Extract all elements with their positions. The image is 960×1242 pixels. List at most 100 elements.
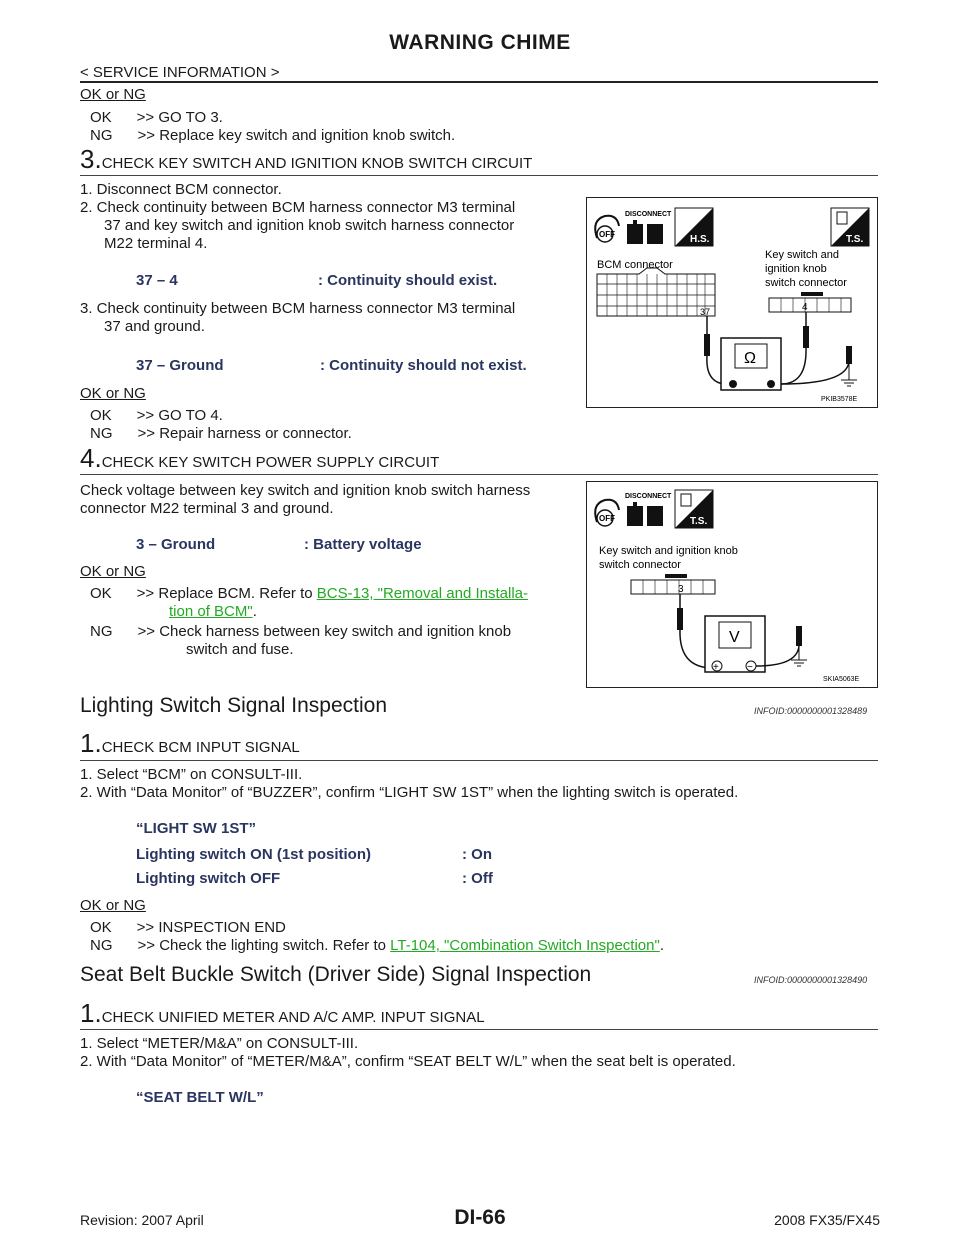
instruction: M22 terminal 4. — [104, 235, 208, 252]
lt-104-link[interactable]: LT-104, "Combination Switch Inspection" — [390, 937, 660, 954]
ok-ng-label: OK or NG — [80, 563, 146, 580]
ng-text: NG >> Check the lighting switch. Refer t… — [90, 937, 391, 954]
instruction: 2. With “Data Monitor” of “METER/M&A”, c… — [80, 1053, 736, 1070]
spec-value: : Off — [462, 870, 493, 887]
spec-key: Lighting switch ON (1st position) — [136, 846, 371, 863]
svg-text:4: 4 — [802, 302, 808, 313]
instruction: 37 and ground. — [104, 318, 205, 335]
instruction: Check voltage between key switch and ign… — [80, 482, 531, 499]
step-title: CHECK KEY SWITCH POWER SUPPLY CIRCUIT — [101, 454, 440, 471]
period: . — [252, 603, 257, 620]
section-subtitle: < SERVICE INFORMATION > — [80, 64, 280, 81]
ng-result: NG >> Repair harness or connector. — [90, 425, 352, 442]
step-divider — [80, 1029, 878, 1030]
instruction: 2. With “Data Monitor” of “BUZZER”, conf… — [80, 784, 739, 801]
spec-title: “SEAT BELT W/L” — [136, 1089, 264, 1106]
voltage-diagram: OFF DISCONNECT T.S. Key switch and ignit… — [586, 481, 878, 688]
instruction: 3. Check continuity between BCM harness … — [80, 300, 516, 317]
svg-text:PKIB3578E: PKIB3578E — [821, 396, 858, 403]
spec-value: : Continuity should not exist. — [320, 357, 527, 374]
step-title: CHECK KEY SWITCH AND IGNITION KNOB SWITC… — [101, 155, 533, 172]
svg-text:SKIA5063E: SKIA5063E — [823, 676, 860, 683]
svg-text:DISCONNECT: DISCONNECT — [625, 493, 672, 500]
ok-ng-label: OK or NG — [80, 385, 146, 402]
ok-result: OK >> INSPECTION END — [90, 919, 286, 936]
svg-text:−: − — [747, 662, 753, 673]
instruction: 2. Check continuity between BCM harness … — [80, 199, 516, 216]
step-title: CHECK BCM INPUT SIGNAL — [101, 739, 300, 756]
page-title: WARNING CHIME — [389, 31, 571, 54]
ok-result: OK >> Replace BCM. Refer to BCS-13, "Rem… — [90, 585, 528, 602]
svg-text:T.S.: T.S. — [690, 516, 707, 527]
header-divider — [80, 81, 878, 83]
spec-key: 37 – 4 — [136, 272, 178, 289]
key-switch-connector: 4 — [768, 292, 852, 313]
ignition-off-icon: OFF — [594, 498, 620, 527]
page-number: DI-66 — [454, 1206, 506, 1229]
instruction: connector M22 terminal 3 and ground. — [80, 500, 334, 517]
step-number: 4. — [80, 443, 102, 473]
bcs-13-link[interactable]: BCS-13, "Removal and Installa- — [316, 585, 529, 602]
step-number: 3. — [80, 144, 102, 174]
svg-text:OFF: OFF — [599, 514, 615, 523]
step-number: 1. — [80, 998, 102, 1028]
ng-result: NG >> Check the lighting switch. Refer t… — [90, 937, 664, 954]
instruction: 37 and key switch and ignition knob swit… — [104, 217, 515, 234]
step-divider — [80, 760, 878, 761]
svg-text:switch connector: switch connector — [765, 277, 847, 289]
ok-ng-label: OK or NG — [80, 86, 146, 103]
svg-text:DISCONNECT: DISCONNECT — [625, 211, 672, 218]
svg-text:Ω: Ω — [744, 350, 756, 367]
step-divider — [80, 175, 878, 176]
step-1-heading: 1.CHECK BCM INPUT SIGNAL — [80, 728, 300, 759]
svg-text:BCM connector: BCM connector — [597, 259, 673, 271]
hs-icon: H.S. — [674, 207, 714, 247]
spec-key: Lighting switch OFF — [136, 870, 281, 887]
ng-result-cont: switch and fuse. — [186, 641, 294, 658]
bcs-13-link-cont[interactable]: tion of BCM" — [169, 603, 253, 620]
period: . — [659, 937, 664, 954]
section-heading: Seat Belt Buckle Switch (Driver Side) Si… — [80, 963, 592, 986]
info-id: INFOID:0000000001328489 — [754, 706, 868, 716]
disconnect-icon: DISCONNECT — [625, 493, 672, 526]
voltmeter: V + − — [677, 594, 807, 673]
instruction: 1. Select “BCM” on CONSULT-III. — [80, 766, 303, 783]
ok-text: OK >> Replace BCM. Refer to — [90, 585, 317, 602]
ok-result-cont: tion of BCM". — [169, 603, 257, 620]
disconnect-icon: DISCONNECT — [623, 208, 675, 244]
section-heading: Lighting Switch Signal Inspection — [80, 694, 388, 717]
continuity-diagram: OFF DISCONNECT H.S. T.S. BCM connector K… — [586, 197, 878, 408]
ts-icon: T.S. — [674, 489, 714, 529]
step-3-heading: 3.CHECK KEY SWITCH AND IGNITION KNOB SWI… — [80, 144, 532, 175]
ts-icon: T.S. — [830, 207, 870, 247]
ok-result: OK >> GO TO 4. — [90, 407, 223, 424]
spec-value: : Continuity should exist. — [318, 272, 498, 289]
svg-text:Key switch and ignition knob: Key switch and ignition knob — [599, 545, 738, 557]
step-number: 1. — [80, 728, 102, 758]
revision-label: Revision: 2007 April — [80, 1212, 204, 1228]
spec-title: “LIGHT SW 1ST” — [136, 820, 256, 837]
model-label: 2008 FX35/FX45 — [774, 1212, 880, 1228]
ng-result: NG >> Replace key switch and ignition kn… — [90, 127, 456, 144]
ignition-off-icon: OFF — [594, 214, 620, 243]
instruction: 1. Select “METER/M&A” on CONSULT-III. — [80, 1035, 359, 1052]
svg-text:switch connector: switch connector — [599, 559, 681, 571]
instruction: 1. Disconnect BCM connector. — [80, 181, 282, 198]
spec-value: : Battery voltage — [304, 536, 422, 553]
bcm-connector: 37 — [596, 267, 716, 317]
spec-value: : On — [462, 846, 492, 863]
svg-text:37: 37 — [700, 307, 710, 317]
spec-key: 37 – Ground — [136, 357, 224, 374]
svg-text:3: 3 — [678, 584, 684, 595]
svg-text:OFF: OFF — [599, 230, 615, 239]
step-4-heading: 4.CHECK KEY SWITCH POWER SUPPLY CIRCUIT — [80, 443, 439, 474]
svg-text:ignition knob: ignition knob — [765, 263, 827, 275]
svg-text:Key switch and: Key switch and — [765, 249, 839, 261]
svg-text:+: + — [713, 662, 719, 673]
svg-text:H.S.: H.S. — [690, 234, 710, 245]
spec-key: 3 – Ground — [136, 536, 216, 553]
info-id: INFOID:0000000001328490 — [754, 975, 868, 985]
ng-result: NG >> Check harness between key switch a… — [90, 623, 512, 640]
svg-text:T.S.: T.S. — [846, 234, 863, 245]
ok-result: OK >> GO TO 3. — [90, 109, 223, 126]
